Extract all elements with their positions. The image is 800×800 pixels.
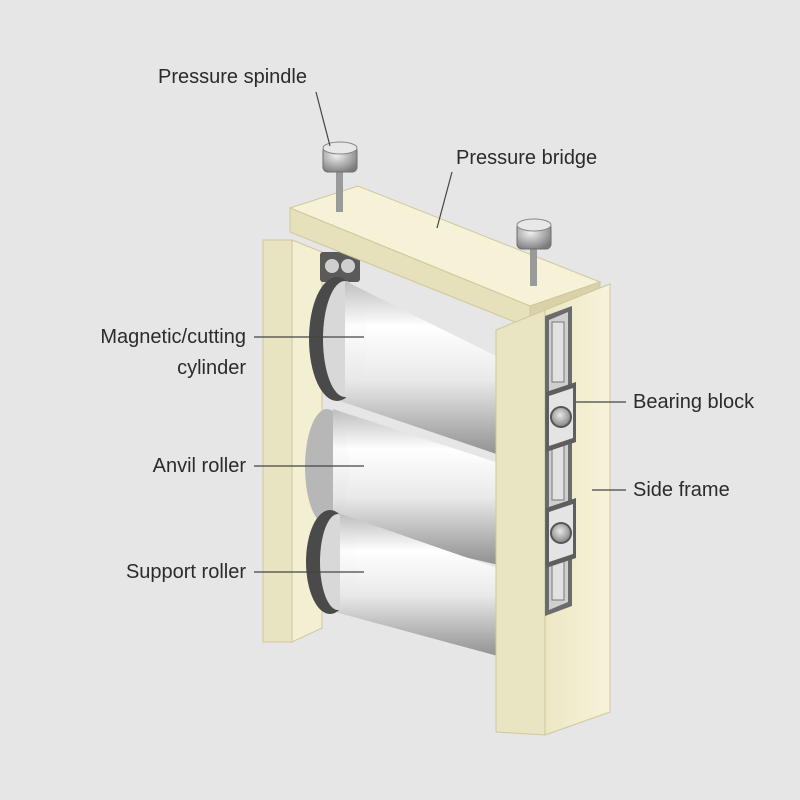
- leader-pressure-spindle: [315, 91, 331, 147]
- label-pressure-spindle: Pressure spindle: [158, 66, 307, 88]
- label-side-frame: Side frame: [633, 479, 730, 501]
- bearing-block-icon: [546, 382, 576, 452]
- magnetic-cutting-cylinder: [309, 277, 520, 462]
- leader-lines: [254, 91, 626, 573]
- label-anvil-roller: Anvil roller: [152, 455, 246, 477]
- label-bearing-block: Bearing block: [633, 391, 755, 413]
- rear-bearing-block: [320, 252, 360, 282]
- label-magnetic-cutting-cylinder-line2: cylinder: [177, 357, 246, 379]
- bearing-block-icon: [546, 498, 576, 568]
- spindle-knob-icon: [322, 141, 358, 212]
- label-support-roller: Support roller: [125, 561, 246, 583]
- leader-pressure-bridge: [436, 171, 453, 229]
- support-roller: [306, 510, 520, 662]
- label-magnetic-cutting-cylinder-line1: Magnetic/cutting: [100, 326, 246, 348]
- spindle-knob-icon: [516, 218, 552, 286]
- label-pressure-bridge: Pressure bridge: [456, 147, 598, 169]
